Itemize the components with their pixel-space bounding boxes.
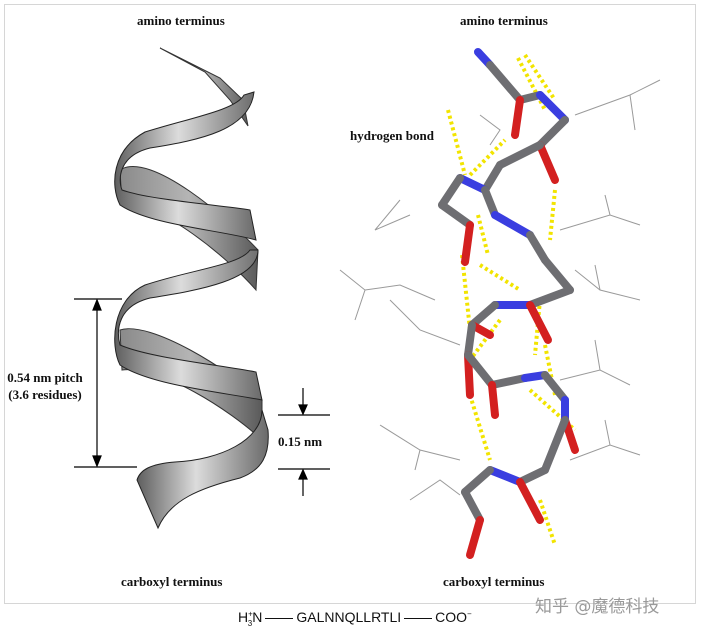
hydrogen-bonds (446, 53, 577, 546)
right-amino-terminus-label: amino terminus (460, 13, 548, 28)
sequence-residues: GALNNQLLRTLI (296, 609, 402, 625)
peptide-sequence: H+3N GALNNQLLRTLI COO− (238, 609, 472, 628)
pitch-label-line-1: 0.54 nm pitch (7, 370, 83, 385)
ribbon-front-turn-2 (114, 249, 263, 401)
pitch-label-line-2: (3.6 residues) (8, 387, 82, 402)
ribbon-helix (114, 47, 269, 530)
hydrogen-bond-label: hydrogen bond (350, 128, 434, 143)
n-terminus-count: 3 (247, 618, 253, 628)
sequence-dash-2 (404, 617, 433, 619)
rise-label: 0.15 nm (278, 434, 323, 449)
figure-frame (4, 4, 696, 604)
watermark-text: 知乎 @魔德科技 (535, 597, 660, 617)
stick-model (339, 48, 661, 559)
rise-arrow-top (298, 404, 308, 416)
left-amino-terminus-label: amino terminus (137, 13, 225, 28)
n-terminus-atom: N (252, 609, 263, 625)
rise-arrow-bottom (298, 468, 308, 480)
ribbon-front-turn-3 (136, 409, 269, 530)
n-terminus-charge: + (248, 609, 253, 619)
pitch-dimension (74, 298, 137, 468)
backbone (438, 48, 579, 559)
side-chains (339, 79, 661, 501)
ribbon-front-turn-1 (114, 91, 257, 241)
n-terminus-h: H (238, 609, 249, 625)
pitch-arrow-down (92, 455, 102, 468)
right-carboxyl-terminus-label: carboxyl terminus (443, 574, 545, 589)
rise-dimension (278, 388, 330, 496)
c-terminus-charge: − (467, 609, 472, 619)
pitch-label: 0.54 nm pitch (3.6 residues) (2, 369, 88, 403)
c-terminus: COO (435, 609, 468, 625)
sequence-dash-1 (265, 617, 294, 619)
left-carboxyl-terminus-label: carboxyl terminus (121, 574, 223, 589)
pitch-arrow-up (92, 298, 102, 311)
